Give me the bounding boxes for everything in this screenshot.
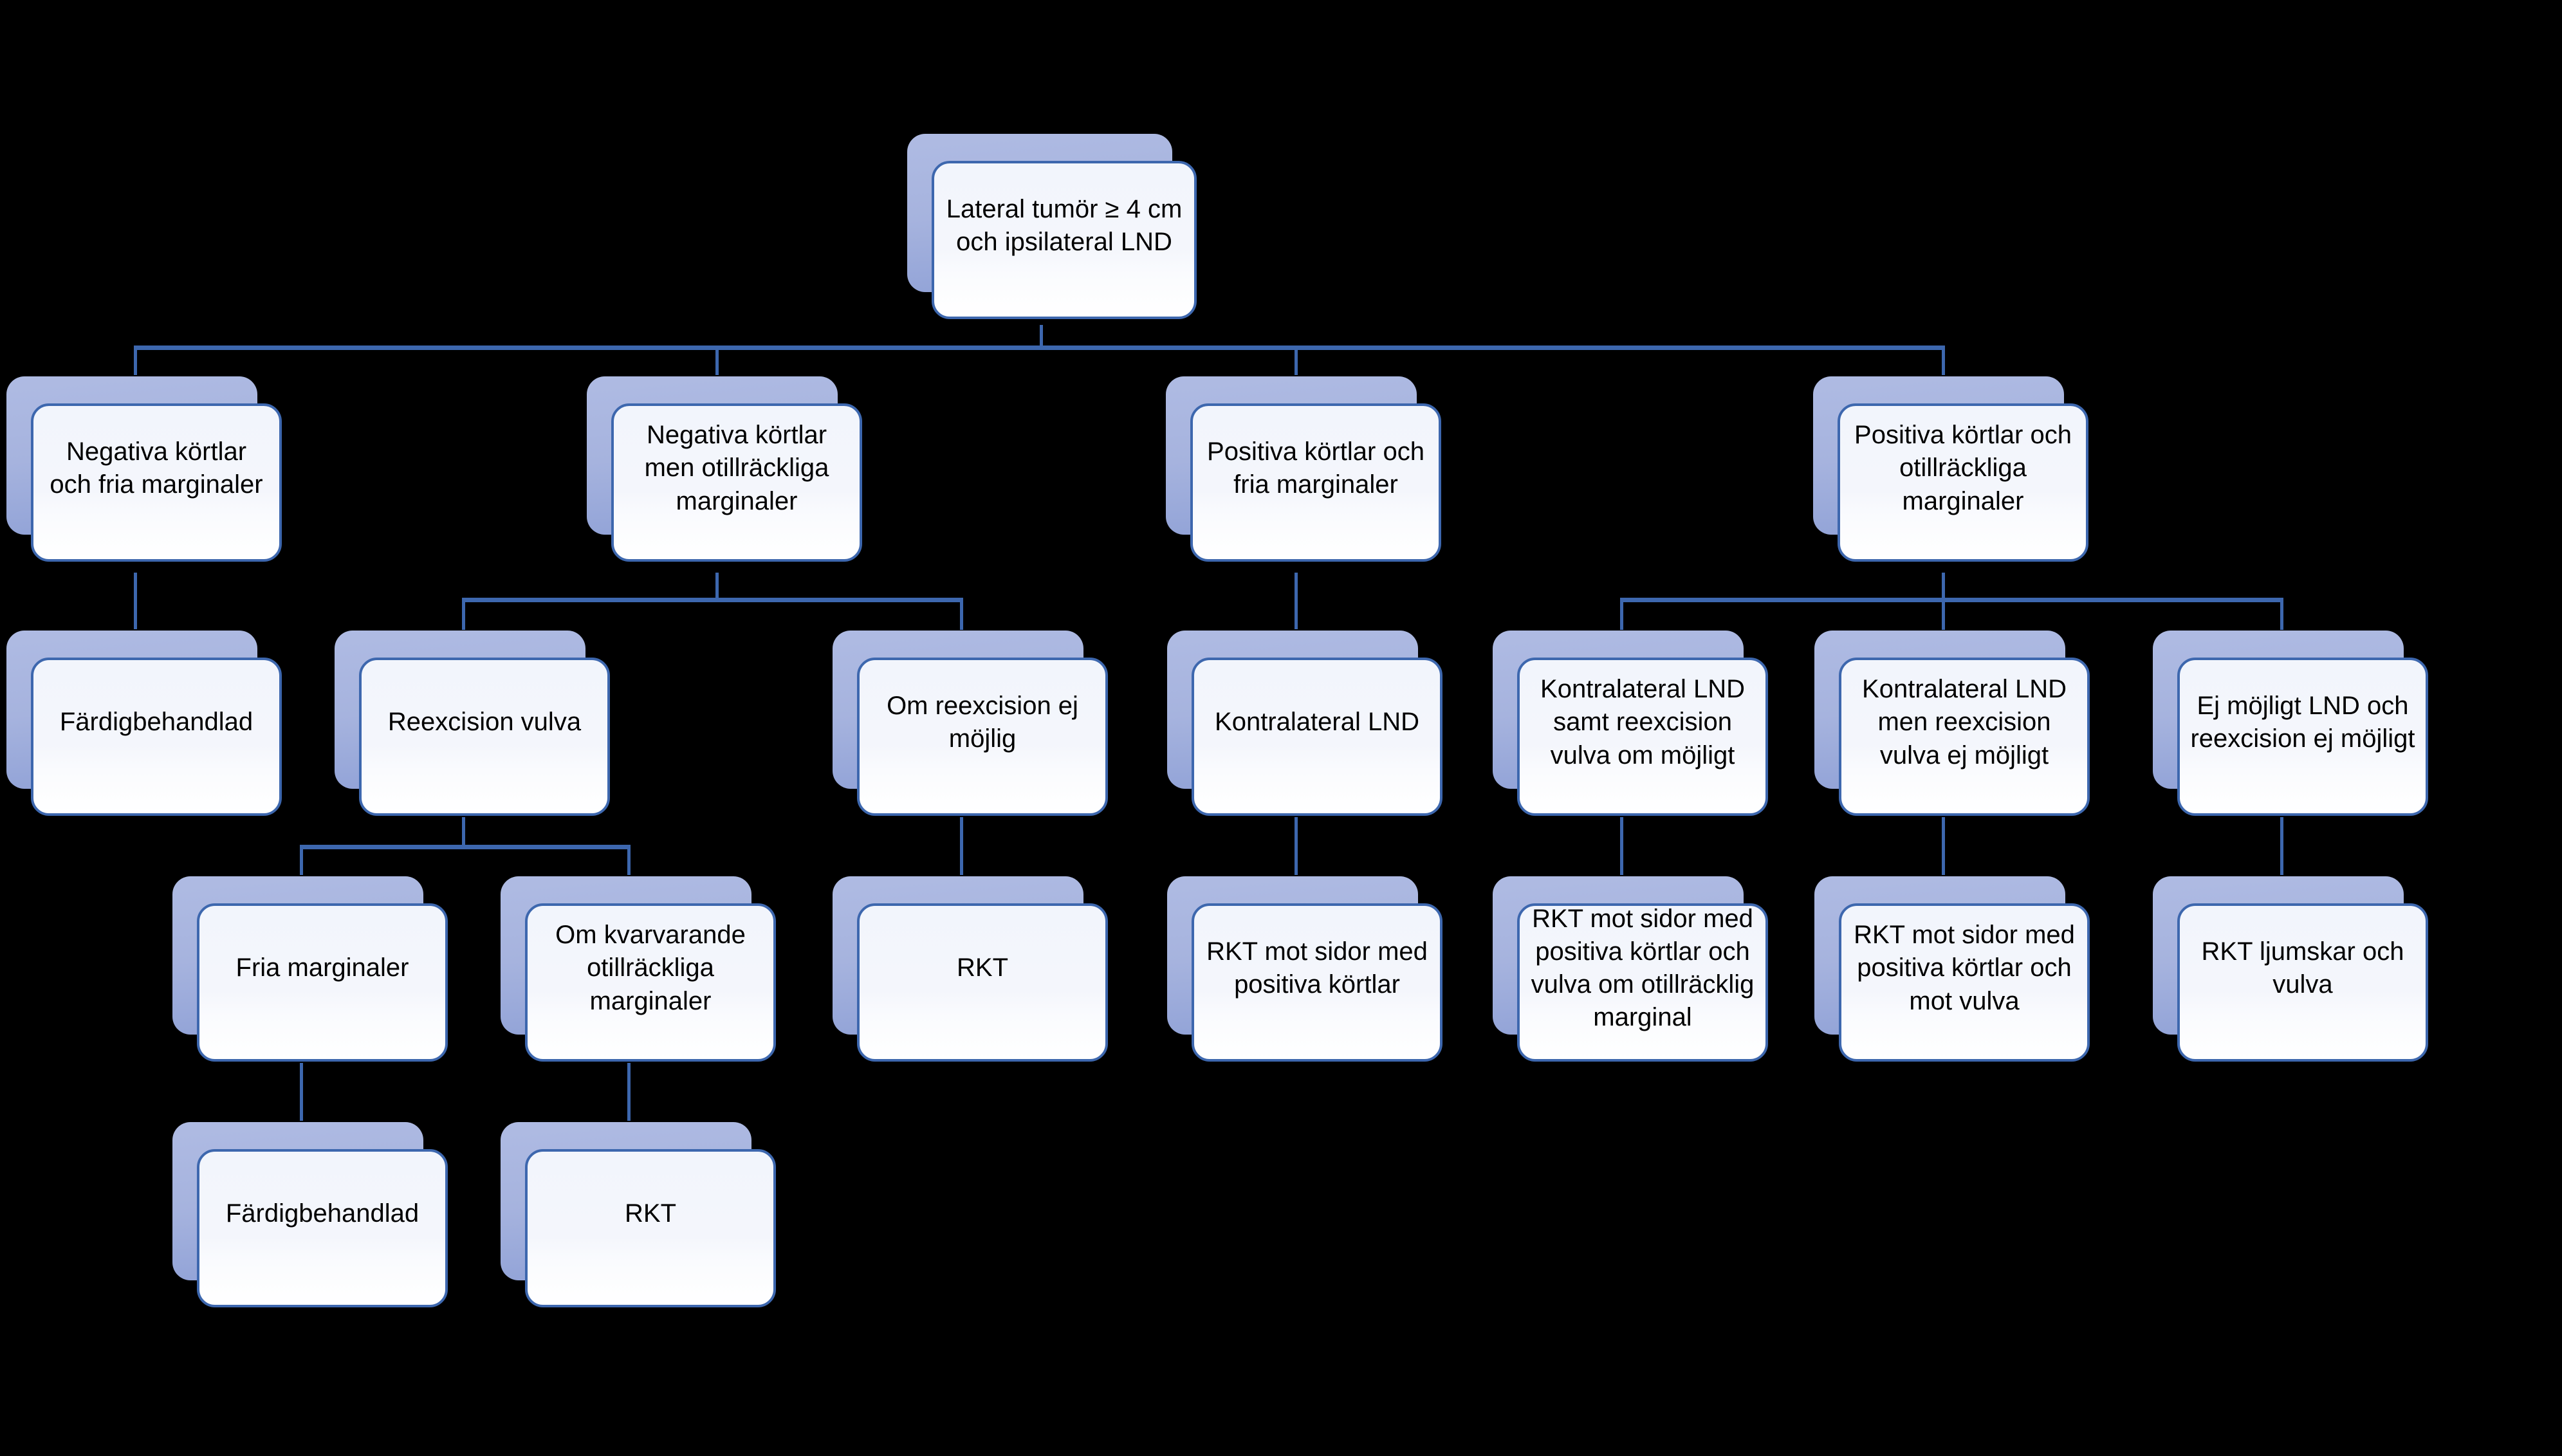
node-label: RKT mot sidor med positiva körtlar och v… bbox=[1531, 904, 1755, 1032]
node-card: Ej möjligt LND och reexcision ej möjligt bbox=[2177, 658, 2428, 816]
edge-r2c4-to-r3c6 bbox=[1942, 598, 1945, 630]
node-card: Kontralateral LND samt reexcision vulva … bbox=[1517, 658, 1768, 816]
node-label: Om reexcision ej möjlig bbox=[887, 691, 1078, 753]
node-card: Positiva körtlar och otillräckliga margi… bbox=[1838, 403, 2088, 562]
node-fardigbehandlad-1[interactable]: Färdigbehandlad bbox=[6, 631, 282, 816]
node-fria-marginaler[interactable]: Fria marginaler bbox=[172, 876, 448, 1062]
node-card: RKT bbox=[857, 903, 1108, 1062]
node-card: RKT mot sidor med positiva körtlar och m… bbox=[1839, 903, 2090, 1062]
node-label: Kontralateral LND bbox=[1215, 708, 1419, 737]
edge-root-stem bbox=[1040, 325, 1043, 349]
edge-r3c7-to-r4c7 bbox=[2280, 817, 2283, 875]
edge-r2c2-stem bbox=[715, 573, 719, 600]
node-rkt-2[interactable]: RKT bbox=[501, 1122, 776, 1307]
node-card: Om kvarvarande otillräckliga marginaler bbox=[525, 903, 776, 1062]
edge-r2c4-stem bbox=[1942, 573, 1945, 600]
node-negativa-fria-marginaler[interactable]: Negativa körtlar och fria marginaler bbox=[6, 376, 282, 562]
edge-r3c5-to-r4c5 bbox=[1620, 817, 1623, 875]
node-negativa-otillrackliga-marginaler[interactable]: Negativa körtlar men otillräckliga margi… bbox=[587, 376, 862, 562]
edge-r2c2-to-r3c3 bbox=[960, 598, 963, 630]
node-label: RKT mot sidor med positiva körtlar bbox=[1206, 937, 1428, 999]
node-root[interactable]: Lateral tumör ≥ 4 cm och ipsilateral LND bbox=[907, 134, 1197, 319]
node-card: Kontralateral LND bbox=[1192, 658, 1442, 816]
node-card: Positiva körtlar och fria marginaler bbox=[1190, 403, 1441, 562]
node-label: RKT ljumskar och vulva bbox=[2201, 937, 2404, 999]
node-label: Negativa körtlar och fria marginaler bbox=[50, 437, 263, 499]
edge-r4c2-to-r5c2 bbox=[627, 1063, 631, 1121]
node-positiva-otillrackliga-marginaler[interactable]: Positiva körtlar och otillräckliga margi… bbox=[1813, 376, 2088, 562]
edge-r2c1-to-r3c1 bbox=[134, 573, 137, 629]
node-card: Lateral tumör ≥ 4 cm och ipsilateral LND bbox=[932, 161, 1197, 319]
edge-r3c3-to-r4c3 bbox=[960, 817, 963, 875]
edge-r2c4-to-r3c7 bbox=[2280, 598, 2283, 630]
node-label: RKT bbox=[957, 954, 1008, 982]
edge-root-bus bbox=[134, 346, 1944, 350]
edge-r3c6-to-r4c6 bbox=[1942, 817, 1945, 875]
edge-root-to-r2c1 bbox=[134, 346, 137, 375]
edge-r2c2-bus bbox=[462, 598, 963, 602]
node-fardigbehandlad-2[interactable]: Färdigbehandlad bbox=[172, 1122, 448, 1307]
node-card: Negativa körtlar och fria marginaler bbox=[31, 403, 282, 562]
edge-r3c2-stem bbox=[462, 817, 465, 847]
node-label: Negativa körtlar men otillräckliga margi… bbox=[644, 421, 829, 515]
node-kontralateral-lnd-men-reexcision-ej[interactable]: Kontralateral LND men reexcision vulva e… bbox=[1814, 631, 2090, 816]
node-rkt-mot-sidor-och-mot-vulva[interactable]: RKT mot sidor med positiva körtlar och m… bbox=[1814, 876, 2090, 1062]
node-card: Om reexcision ej möjlig bbox=[857, 658, 1108, 816]
node-card: Färdigbehandlad bbox=[31, 658, 282, 816]
node-card: Fria marginaler bbox=[197, 903, 448, 1062]
edge-r3c4-to-r4c4 bbox=[1295, 817, 1298, 875]
node-label: RKT mot sidor med positiva körtlar och m… bbox=[1854, 921, 2075, 1015]
node-positiva-fria-marginaler[interactable]: Positiva körtlar och fria marginaler bbox=[1166, 376, 1441, 562]
edge-r3c2-bus bbox=[300, 845, 631, 849]
node-label: Färdigbehandlad bbox=[225, 1199, 419, 1228]
node-kontralateral-lnd[interactable]: Kontralateral LND bbox=[1167, 631, 1442, 816]
node-label: Om kvarvarande otillräckliga marginaler bbox=[555, 921, 746, 1015]
node-om-kvarvarande-otillrackliga-marginaler[interactable]: Om kvarvarande otillräckliga marginaler bbox=[501, 876, 776, 1062]
node-label: Positiva körtlar och fria marginaler bbox=[1207, 437, 1424, 499]
node-label: Färdigbehandlad bbox=[59, 708, 253, 737]
node-label: RKT bbox=[625, 1199, 676, 1228]
node-rkt-mot-sidor-vulva-om-otillracklig[interactable]: RKT mot sidor med positiva körtlar och v… bbox=[1493, 876, 1768, 1062]
node-label: Fria marginaler bbox=[235, 954, 409, 982]
node-om-reexcision-ej-mojlig[interactable]: Om reexcision ej möjlig bbox=[833, 631, 1108, 816]
node-kontralateral-lnd-samt-reexcision[interactable]: Kontralateral LND samt reexcision vulva … bbox=[1493, 631, 1768, 816]
node-ej-mojligt-lnd-och-reexcision[interactable]: Ej möjligt LND och reexcision ej möjligt bbox=[2153, 631, 2428, 816]
edge-r3c2-to-r4c1 bbox=[300, 845, 303, 875]
node-label: Kontralateral LND samt reexcision vulva … bbox=[1540, 675, 1745, 769]
edge-r2c3-to-r3c4 bbox=[1295, 573, 1298, 629]
node-label: Lateral tumör ≥ 4 cm och ipsilateral LND bbox=[946, 194, 1183, 256]
node-label: Ej möjligt LND och reexcision ej möjligt bbox=[2190, 691, 2415, 753]
node-label: Reexcision vulva bbox=[387, 708, 582, 737]
node-label: Kontralateral LND men reexcision vulva e… bbox=[1862, 675, 2067, 769]
node-card: RKT mot sidor med positiva körtlar bbox=[1192, 903, 1442, 1062]
node-card: Färdigbehandlad bbox=[197, 1149, 448, 1307]
edge-root-to-r2c2 bbox=[715, 346, 719, 375]
node-card: RKT ljumskar och vulva bbox=[2177, 903, 2428, 1062]
node-label: Positiva körtlar och otillräckliga margi… bbox=[1854, 421, 2072, 515]
node-rkt-mot-sidor-positiva-kortlar[interactable]: RKT mot sidor med positiva körtlar bbox=[1167, 876, 1442, 1062]
node-card: Kontralateral LND men reexcision vulva e… bbox=[1839, 658, 2090, 816]
edge-r2c4-to-r3c5 bbox=[1620, 598, 1623, 630]
edge-root-to-r2c3 bbox=[1295, 346, 1298, 375]
node-card: Reexcision vulva bbox=[359, 658, 610, 816]
node-rkt-1[interactable]: RKT bbox=[833, 876, 1108, 1062]
node-reexcision-vulva[interactable]: Reexcision vulva bbox=[335, 631, 610, 816]
edge-r2c2-to-r3c2 bbox=[462, 598, 465, 630]
edge-root-to-r2c4 bbox=[1942, 346, 1945, 375]
node-card: RKT mot sidor med positiva körtlar och v… bbox=[1517, 903, 1768, 1062]
edge-r2c4-bus bbox=[1620, 598, 2283, 602]
node-card: Negativa körtlar men otillräckliga margi… bbox=[611, 403, 862, 562]
node-rkt-ljumskar-och-vulva[interactable]: RKT ljumskar och vulva bbox=[2153, 876, 2428, 1062]
node-card: RKT bbox=[525, 1149, 776, 1307]
edge-r3c2-to-r4c2 bbox=[627, 845, 631, 875]
edge-r4c1-to-r5c1 bbox=[300, 1063, 303, 1121]
